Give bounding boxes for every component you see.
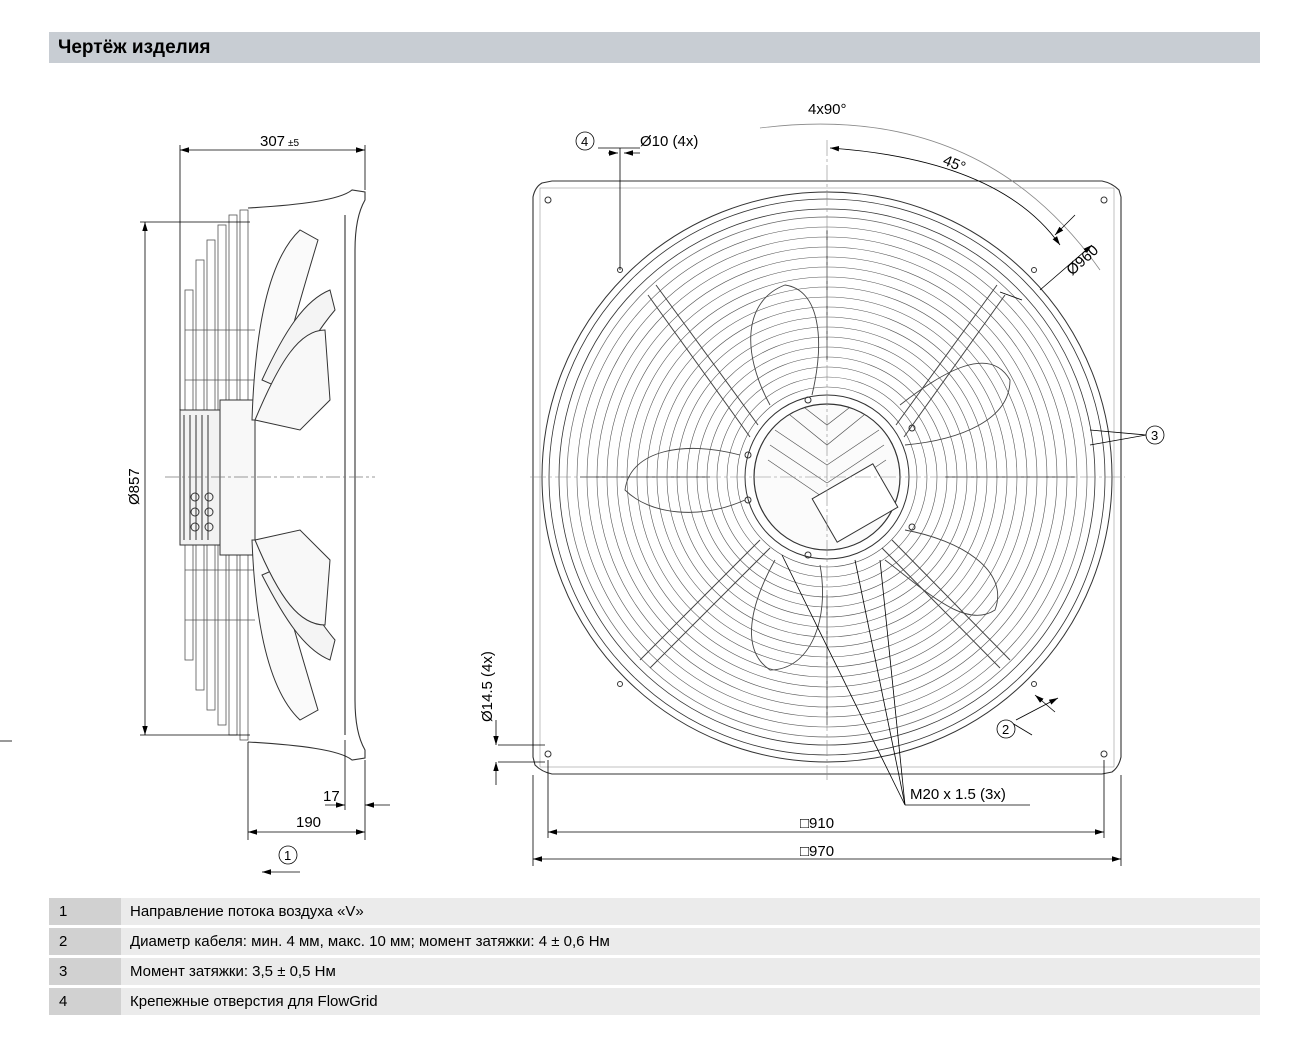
legend-number: 4 xyxy=(49,988,121,1015)
side-view xyxy=(165,189,375,761)
legend-text: Крепежные отверстия для FlowGrid xyxy=(121,988,1260,1015)
side-flange-label: 17 xyxy=(323,788,340,805)
flowgrid-holes-label: Ø10 (4x) xyxy=(640,133,698,150)
side-blades xyxy=(251,229,336,721)
legend-row: 1 Направление потока воздуха «V» xyxy=(49,898,1260,925)
side-depth-tolerance: ±5 xyxy=(288,138,299,149)
legend-row: 4 Крепежные отверстия для FlowGrid xyxy=(49,988,1260,1015)
legend-number: 3 xyxy=(49,958,121,985)
technical-drawing: 307 ±5 Ø857 17 190 1 xyxy=(0,101,1165,875)
front-view xyxy=(530,140,1125,780)
airflow-callout: 1 xyxy=(278,845,298,865)
airflow-callout-number: 1 xyxy=(284,848,291,863)
side-nozzle-ring xyxy=(247,189,366,761)
legend-text: Направление потока воздуха «V» xyxy=(121,898,1260,925)
mount-hole-tl xyxy=(544,196,552,204)
side-depth-label: 307 xyxy=(260,133,285,150)
torque-callout: 3 xyxy=(1145,425,1165,445)
outer-square-label: □970 xyxy=(800,843,834,860)
front-mounting-plate xyxy=(532,180,1122,775)
flowgrid-callout-number: 4 xyxy=(581,134,588,149)
legend-number: 1 xyxy=(49,898,121,925)
mount-hole-tr xyxy=(1100,196,1108,204)
terminal-box xyxy=(811,463,899,543)
angle-label: 45° xyxy=(941,152,968,176)
flowgrid-callout: 4 xyxy=(575,131,595,151)
cable-callout-number: 2 xyxy=(1002,722,1009,737)
mount-holes-label: Ø14.5 (4x) xyxy=(479,651,496,722)
side-motor-depth-label: 190 xyxy=(296,814,321,831)
legend-table: 1 Направление потока воздуха «V» 2 Диаме… xyxy=(49,898,1260,1018)
thread-label: M20 x 1.5 (3x) xyxy=(910,786,1006,803)
cable-callout: 2 xyxy=(996,719,1016,739)
legend-text: Диаметр кабеля: мин. 4 мм, макс. 10 мм; … xyxy=(121,928,1260,955)
side-diameter-label: Ø857 xyxy=(126,468,143,505)
angle-count-label: 4x90° xyxy=(808,101,847,118)
side-motor xyxy=(179,399,256,556)
legend-text: Момент затяжки: 3,5 ± 0,5 Нм xyxy=(121,958,1260,985)
mount-hole-bl xyxy=(544,750,552,758)
section-header: Чертёж изделия xyxy=(49,32,1260,63)
legend-row: 3 Момент затяжки: 3,5 ± 0,5 Нм xyxy=(49,958,1260,985)
legend-row: 2 Диаметр кабеля: мин. 4 мм, макс. 10 мм… xyxy=(49,928,1260,955)
torque-callout-number: 3 xyxy=(1151,428,1158,443)
inner-square-label: □910 xyxy=(800,815,834,832)
side-dimensions xyxy=(0,145,390,875)
section-title: Чертёж изделия xyxy=(58,37,211,58)
mount-hole-br xyxy=(1100,750,1108,758)
front-dimensions xyxy=(493,123,1147,866)
legend-number: 2 xyxy=(49,928,121,955)
